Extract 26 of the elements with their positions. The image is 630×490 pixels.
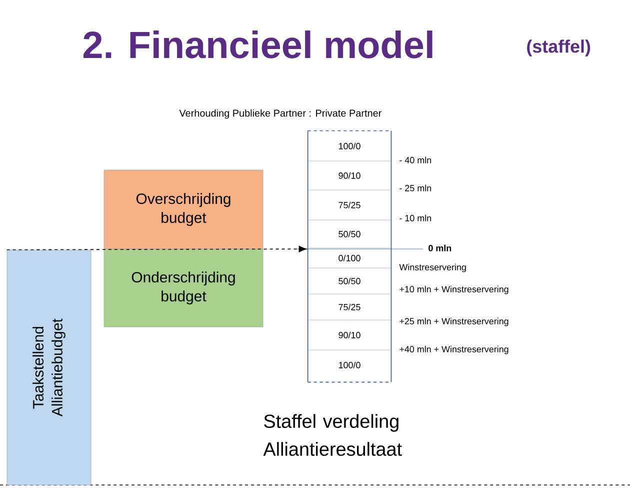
amount-label: 0 mln — [428, 244, 452, 252]
ratio-cell: 50/50 — [308, 230, 392, 248]
title: 2. Financieel model — [84, 30, 432, 58]
heading: Verhouding Publieke Partner : Private Partner — [179, 109, 382, 119]
amount-label: +25 mln + Winstreservering — [400, 318, 508, 326]
amount-label: - 25 mln — [400, 184, 431, 192]
amount-label: +10 mln + Winstreservering — [400, 286, 508, 294]
ratio-cell: 90/10 — [308, 332, 392, 350]
subtitle: (staffel) — [527, 40, 590, 56]
amount-label: - 10 mln — [400, 214, 431, 222]
scale-column — [307, 130, 392, 383]
budget-box: Onderschrijding budget — [104, 248, 264, 328]
amount-label: Winstreservering — [399, 264, 466, 272]
ratio-cell: 50/50 — [308, 278, 392, 294]
ratio-cell: 100/0 — [338, 362, 360, 368]
ratio-cell: 100/0 — [308, 142, 392, 162]
ratio-cell: 75/25 — [308, 304, 392, 320]
ratio-cell: 75/25 — [308, 202, 392, 220]
budget-box: Overschrijding budget — [104, 170, 264, 250]
budget-bar: Taakstellend Alliantiebudget — [6, 250, 92, 486]
arrow — [6, 246, 307, 252]
amount-label: +40 mln + Winstreservering — [400, 346, 508, 354]
caption: Staffel verdeling Alliantieresultaat — [263, 414, 402, 456]
ratio-cell: 90/10 — [308, 172, 392, 190]
amount-label: - 40 mln — [400, 156, 431, 164]
ratio-cell: 0/100 — [308, 254, 392, 268]
